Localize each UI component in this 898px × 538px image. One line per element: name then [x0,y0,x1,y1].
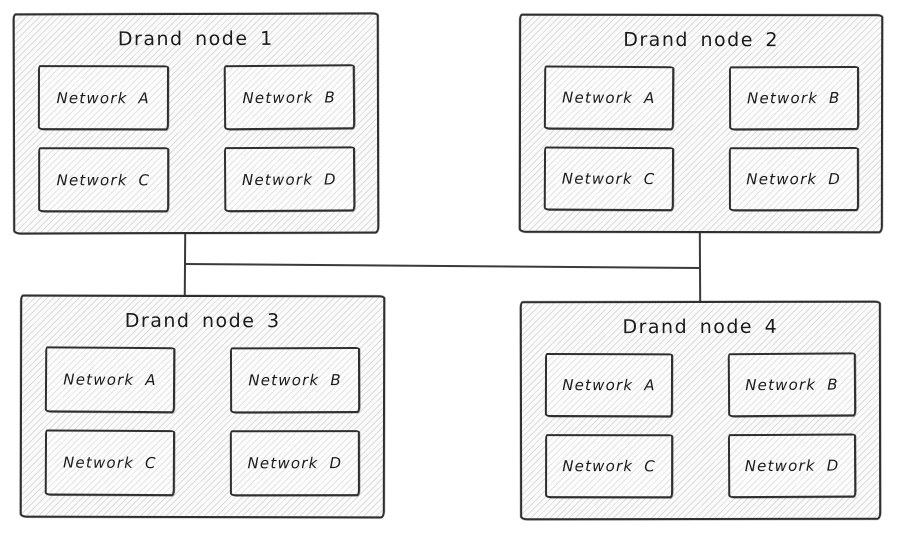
connector-horizontal-line [184,263,701,270]
network-box-c: Network C [38,147,169,213]
network-grid: Network A Network B Network C Network D [521,51,881,232]
network-box-b: Network B [728,65,859,131]
network-box-a: Network A [37,65,169,131]
network-box-c: Network C [543,146,674,212]
network-box-b: Network B [223,64,355,131]
network-box-a: Network A [543,65,674,131]
network-grid: Network A Network B Network C Network D [15,50,377,233]
network-box-a: Network A [44,346,176,414]
drand-node-1: Drand node 1 Network A Network B Network… [12,12,380,235]
network-box-b: Network B [727,352,857,418]
network-box-c: Network C [44,429,176,497]
node-title: Drand node 1 [117,27,274,51]
node-title: Drand node 3 [124,309,281,333]
network-box-d: Network D [223,146,355,213]
network-grid: Network A Network B Network C Network D [522,338,879,519]
network-grid: Network A Network B Network C Network D [22,332,383,517]
network-box-c: Network C [545,434,674,499]
network-box-d: Network D [728,147,858,212]
network-box-d: Network D [229,430,360,497]
network-box-b: Network B [229,346,361,414]
network-box-a: Network A [544,352,674,418]
drand-node-3: Drand node 3 Network A Network B Network… [19,294,386,519]
node-title: Drand node 4 [622,315,779,339]
drand-node-4: Drand node 4 Network A Network B Network… [519,300,882,521]
drand-node-2: Drand node 2 Network A Network B Network… [518,13,884,234]
network-box-d: Network D [727,433,857,499]
node-title: Drand node 2 [623,28,780,52]
